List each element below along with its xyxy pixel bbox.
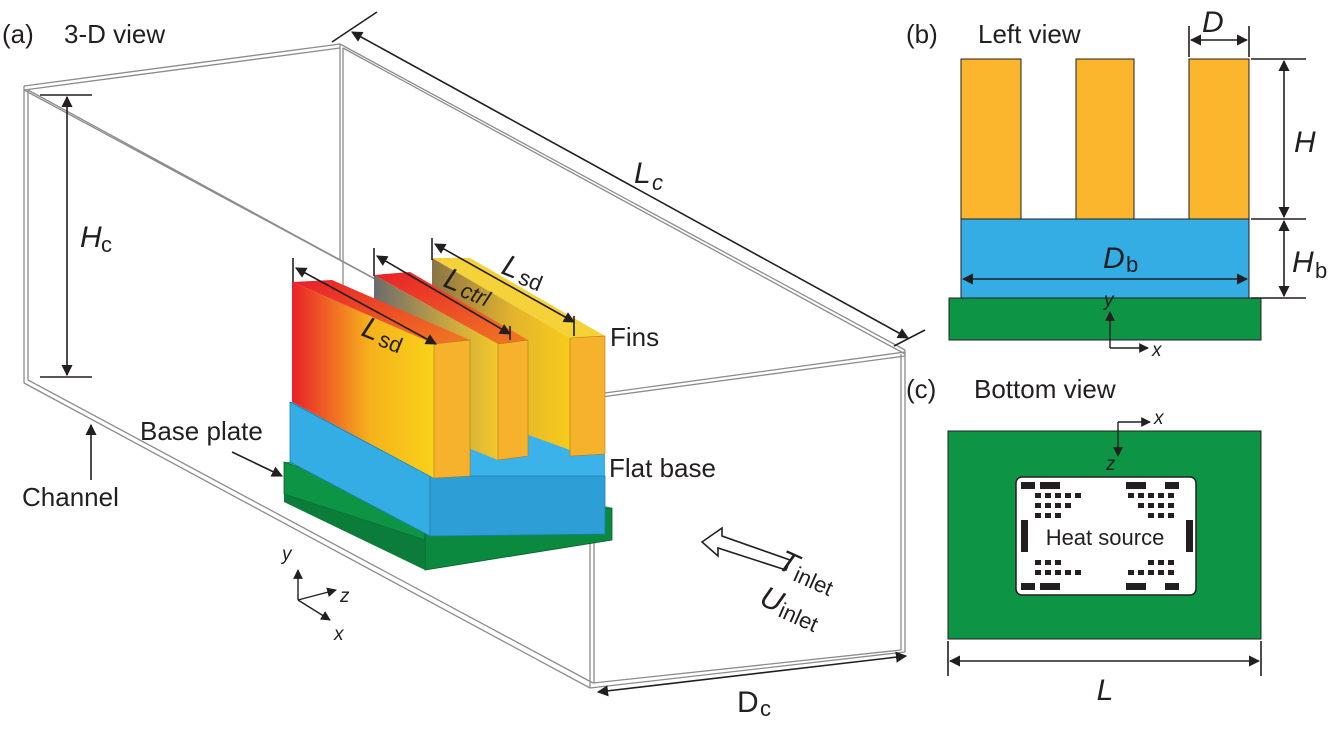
dim-l xyxy=(947,641,1262,676)
axes-c xyxy=(1113,417,1151,457)
panel-c-tag: (c) xyxy=(906,374,936,404)
hc-sub: c xyxy=(101,232,112,257)
lc-label: L xyxy=(634,157,651,190)
fins-label: Fins xyxy=(610,322,659,352)
axes-b xyxy=(1105,311,1149,353)
inlet-arrow xyxy=(700,526,792,571)
axis-z-a: z xyxy=(339,586,350,607)
heat-source-label: Heat source xyxy=(1046,525,1165,550)
channel-label: Channel xyxy=(22,482,119,512)
dim-fins xyxy=(292,238,575,345)
h-label: H xyxy=(1294,126,1316,159)
left-view-fin-3 xyxy=(1188,58,1250,220)
left-view-base xyxy=(960,218,1250,299)
axes-a xyxy=(293,569,337,621)
tinlet-sub: inlet xyxy=(790,562,837,601)
lc-sub: c xyxy=(652,170,663,195)
d-label: D xyxy=(1202,6,1224,39)
base-plate-pointer xyxy=(231,451,284,477)
db-sub: b xyxy=(1126,252,1138,277)
dim-hc xyxy=(40,94,92,378)
hb-sub: b xyxy=(1315,258,1327,283)
left-view-fin-2 xyxy=(1075,58,1135,220)
panel-b-title: Left view xyxy=(978,19,1081,49)
panel-a-tag: (a) xyxy=(2,19,34,49)
axis-x-b: x xyxy=(1151,340,1163,361)
dc-label: D xyxy=(737,686,759,719)
axis-x-c: x xyxy=(1153,408,1165,429)
panel-b: (b) Left view D H D b H b y x xyxy=(906,6,1327,361)
hb-label: H xyxy=(1292,246,1314,279)
panel-b-tag: (b) xyxy=(906,19,938,49)
panel-a-title: 3-D view xyxy=(64,19,165,49)
left-view-plate xyxy=(948,297,1262,341)
axis-z-c: z xyxy=(1105,454,1116,475)
hc-label: H xyxy=(80,221,102,254)
dc-sub: c xyxy=(760,696,771,721)
uinlet-sub: inlet xyxy=(775,598,822,637)
dims-b xyxy=(961,26,1306,299)
chip-pads xyxy=(1021,482,1193,590)
dim-dc xyxy=(596,651,908,697)
axis-y-a: y xyxy=(280,544,293,565)
panel-c: (c) Bottom view Heat source x z xyxy=(906,374,1262,707)
base-plate-label: Base plate xyxy=(140,416,263,446)
db-label: D xyxy=(1103,242,1125,275)
flat-base-label: Flat base xyxy=(609,453,716,483)
left-view-fin-1 xyxy=(960,58,1022,220)
panel-c-title: Bottom view xyxy=(974,374,1116,404)
panel-a: (a) 3-D view H c xyxy=(2,11,926,721)
l-label: L xyxy=(1097,674,1114,707)
dim-lc xyxy=(331,11,926,347)
axis-x-a: x xyxy=(333,624,345,645)
axis-y-b: y xyxy=(1102,290,1115,311)
